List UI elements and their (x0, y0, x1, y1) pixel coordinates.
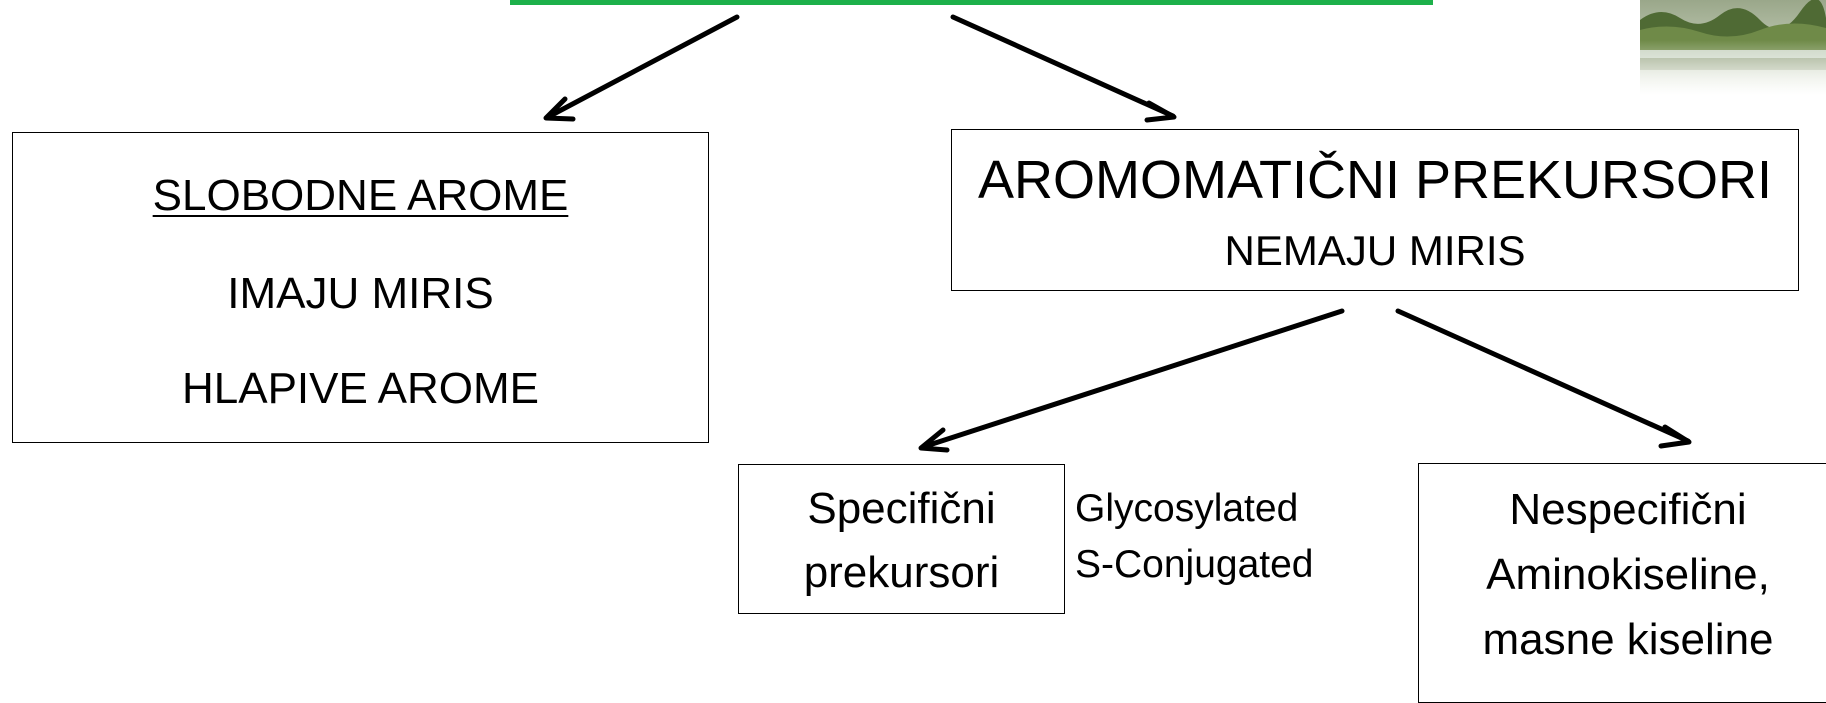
nonspecific-line-3: masne kiseline (1482, 615, 1774, 664)
precursors-box: AROMOMATIČNI PREKURSORI NEMAJU MIRIS (951, 129, 1799, 291)
arrowhead-free-aromas (543, 96, 576, 122)
nonspecific-line-2: Aminokiseline, (1486, 550, 1770, 599)
arrowhead-precursors (1144, 100, 1177, 123)
landscape-photo-thumbnail (1640, 0, 1826, 95)
free-aromas-volatile-text: HLAPIVE AROME (181, 364, 539, 413)
example-s-conjugated: S-Conjugated (1075, 543, 1314, 586)
arrow-to-nonspecific (1395, 308, 1691, 444)
specific-line-2: prekursori (803, 548, 1000, 597)
landscape-photo-image (1640, 0, 1826, 95)
free-aromas-heading: SLOBODNE AROME (152, 171, 569, 220)
free-aromas-odor-text: IMAJU MIRIS (227, 269, 494, 318)
arrowhead-nonspecific (1658, 424, 1692, 449)
example-glycosylated: Glycosylated (1075, 487, 1299, 530)
arrow-to-free-aromas (545, 14, 740, 120)
precursors-heading: AROMOMATIČNI PREKURSORI (977, 150, 1773, 210)
title-underline-bar (510, 0, 1433, 5)
arrowhead-specific (918, 427, 950, 453)
arrow-to-specific (920, 308, 1345, 450)
connector-arrows (543, 14, 1692, 453)
precursors-subheading: NEMAJU MIRIS (1224, 227, 1526, 274)
specific-line-1: Specifični (807, 484, 996, 533)
nonspecific-line-1: Nespecifični (1509, 485, 1747, 534)
nonspecific-precursors-box: Nespecifični Aminokiseline, masne kiseli… (1418, 463, 1826, 703)
specific-examples: Glycosylated S-Conjugated (1075, 489, 1314, 601)
specific-precursors-box: Specifični prekursori (738, 464, 1065, 614)
arrow-to-precursors (950, 14, 1176, 119)
free-aromas-box: SLOBODNE AROME IMAJU MIRIS HLAPIVE AROME (12, 132, 709, 443)
